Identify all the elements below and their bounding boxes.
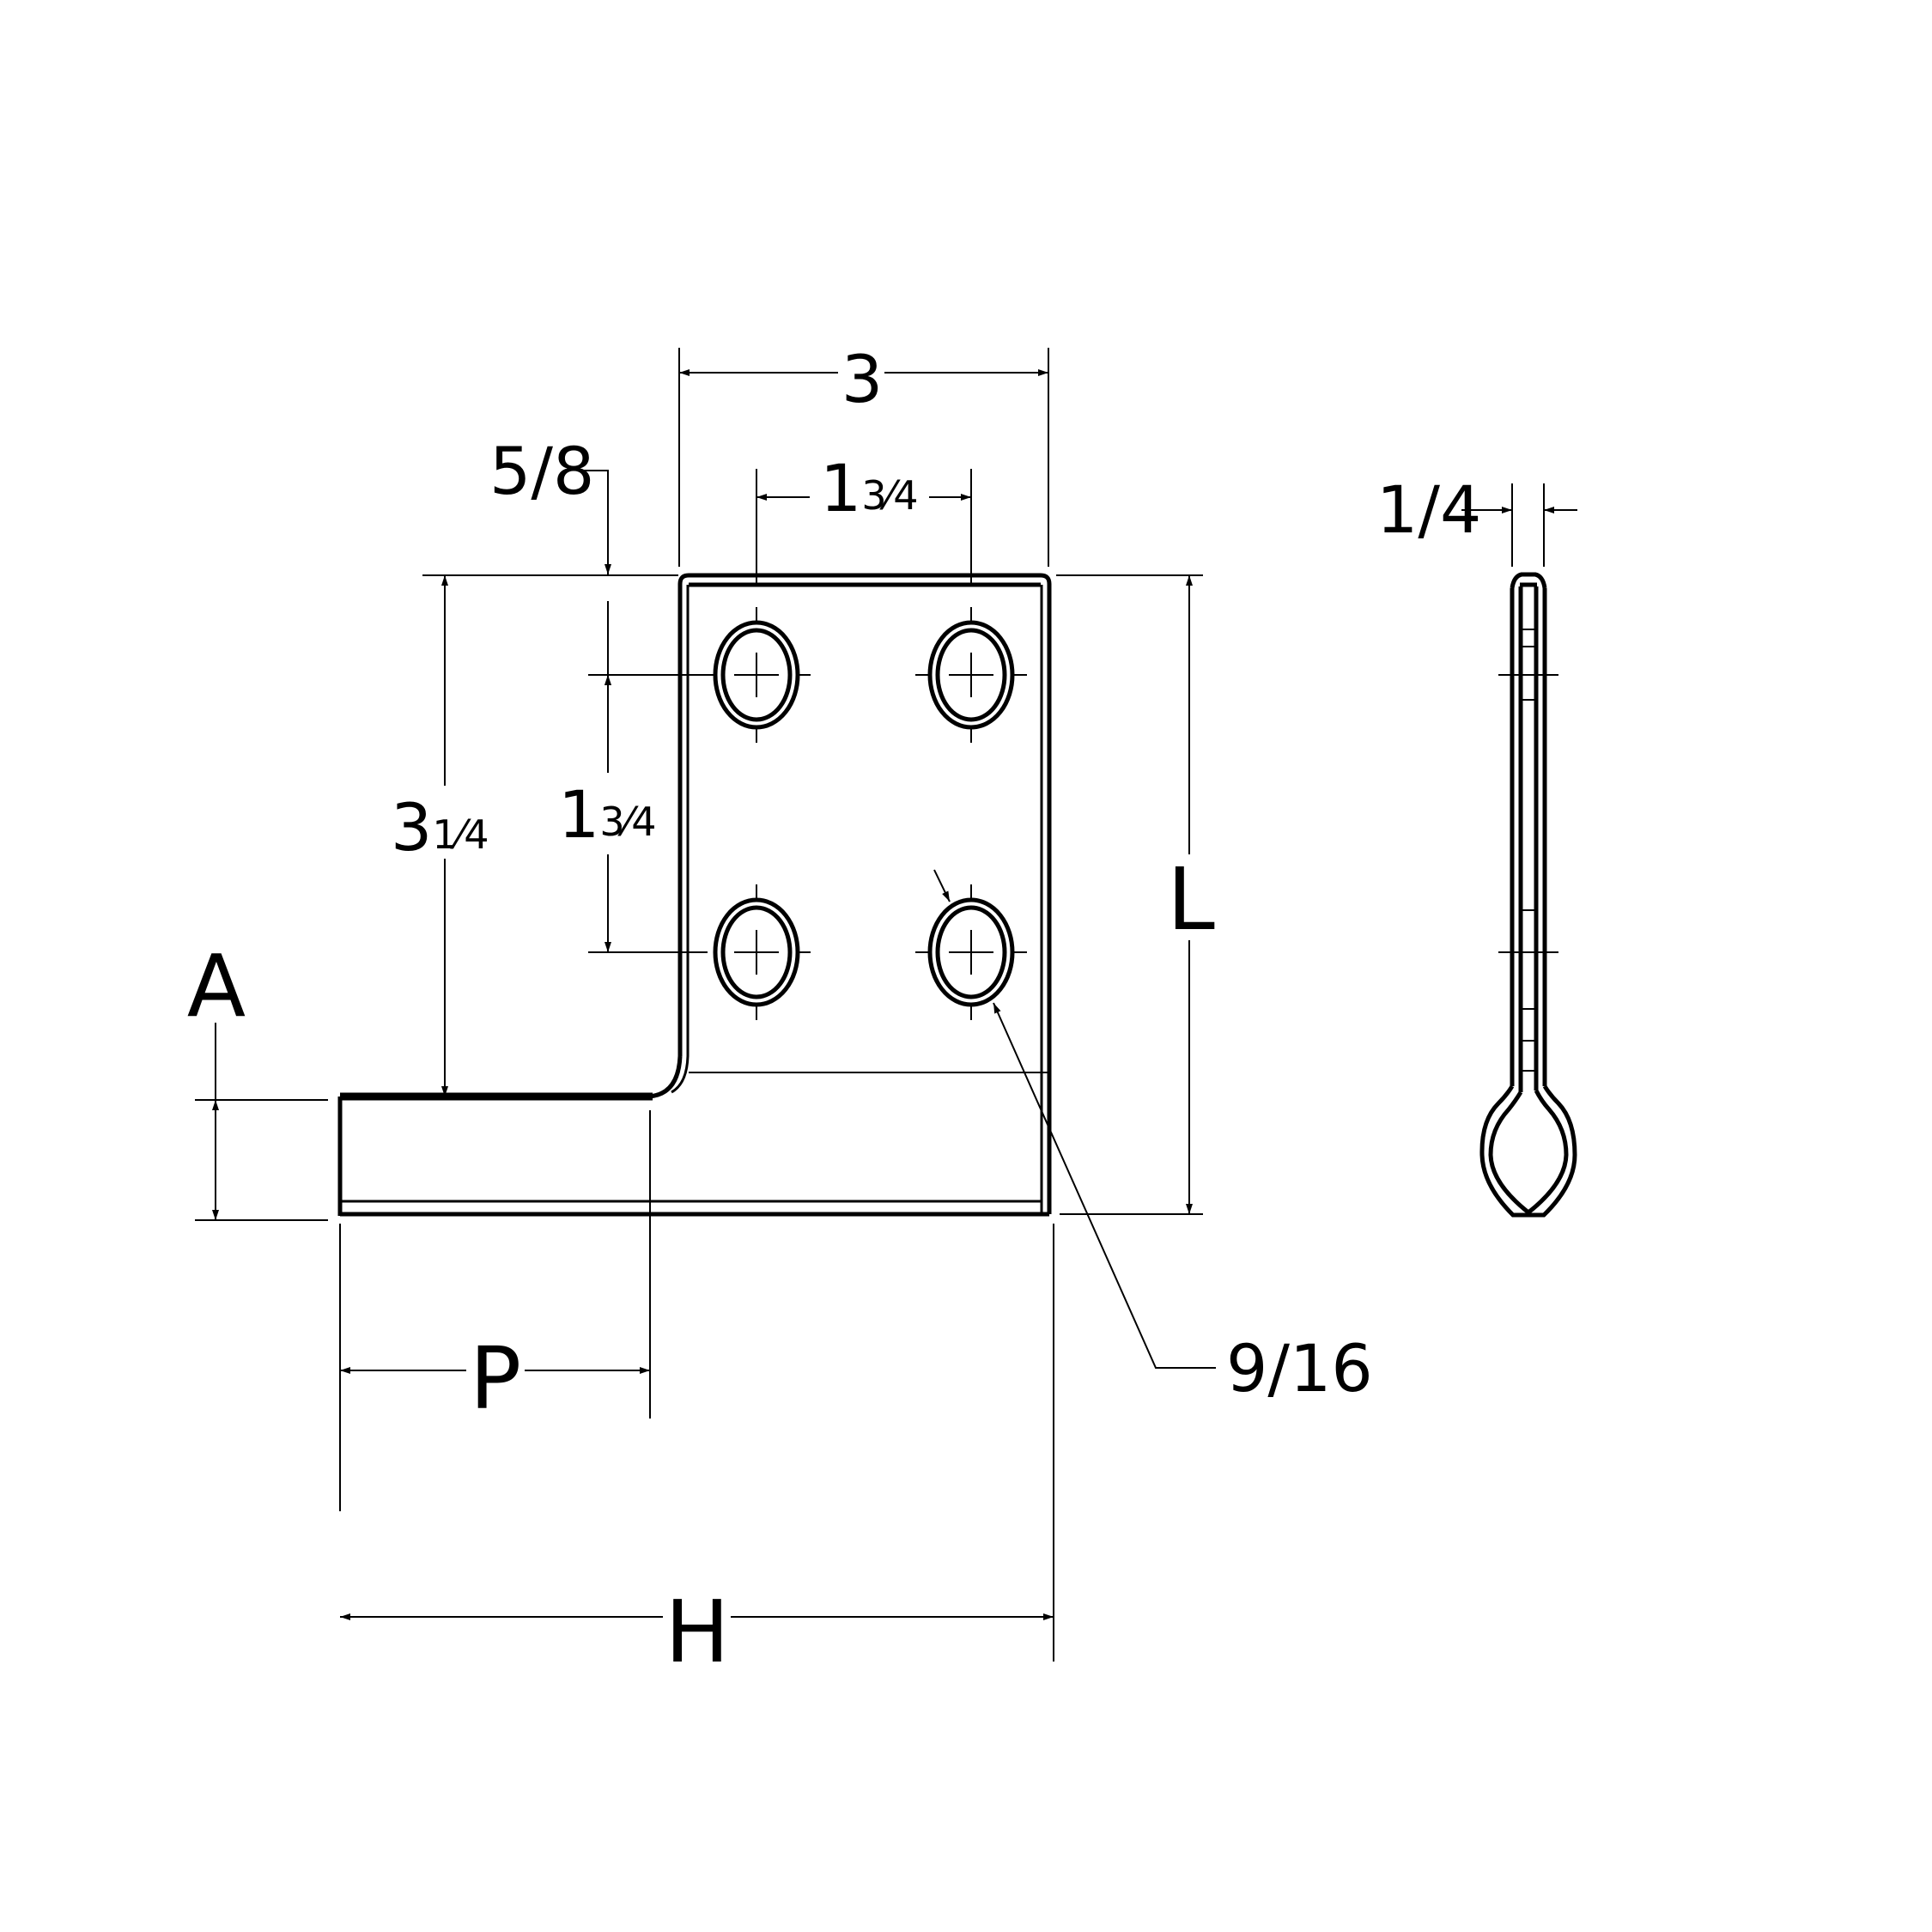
dim-label-9-16: 9/16 <box>1226 1330 1373 1406</box>
dim-label-L: L <box>1167 849 1215 950</box>
dimension-overall-height-H: H <box>340 1224 1054 1682</box>
dim-label-A: A <box>187 936 246 1036</box>
dimension-hole-spacing-vertical: 13⁄4 <box>558 675 657 952</box>
side-view-bulb-inner <box>1488 1089 1569 1216</box>
hole-top-right <box>915 607 1027 743</box>
mounting-holes <box>708 607 1027 1020</box>
dimension-overall-length-L: L <box>1060 575 1215 1215</box>
dim-label-3-1-4: 31⁄4 <box>391 789 489 866</box>
hole-bottom-right <box>915 884 1027 1020</box>
side-view-bulb-outer <box>1479 1084 1577 1218</box>
bend-radius-inner <box>671 1055 690 1094</box>
dimension-foot-thickness-A: A <box>187 936 328 1221</box>
dimension-hole-offset-5-8: 5/8 <box>489 433 611 713</box>
dimension-foot-projection-P: P <box>339 1110 651 1511</box>
dim-label-5-8: 5/8 <box>489 433 594 509</box>
bend-radius-outer <box>647 1055 683 1099</box>
dim-label-1-3-4-top: 13⁄4 <box>820 450 919 526</box>
side-view-top <box>1510 572 1547 589</box>
plate-outline <box>677 573 1052 1214</box>
dim-label-H: H <box>665 1582 729 1682</box>
bracket-front-view <box>337 573 1052 1217</box>
bracket-side-view <box>1479 572 1577 1218</box>
hole-top-left <box>708 607 811 743</box>
side-view-hidden-lines <box>1522 629 1534 1072</box>
dimension-thickness-1-4: 1/4 <box>1376 471 1577 567</box>
dim-label-1-4: 1/4 <box>1376 471 1481 548</box>
dimension-upright-height: 31⁄4 <box>391 575 489 1097</box>
dimension-hole-spacing-horizontal: 13⁄4 <box>756 450 972 584</box>
dim-label-P: P <box>470 1328 521 1429</box>
dim-label-1-3-4-side: 13⁄4 <box>558 776 657 853</box>
dimension-hole-diameter-9-16: 9/16 <box>933 869 1373 1406</box>
dim-label-3: 3 <box>841 341 883 417</box>
dimension-width-3: 3 <box>678 341 1049 567</box>
hole-bottom-left <box>713 884 811 1020</box>
